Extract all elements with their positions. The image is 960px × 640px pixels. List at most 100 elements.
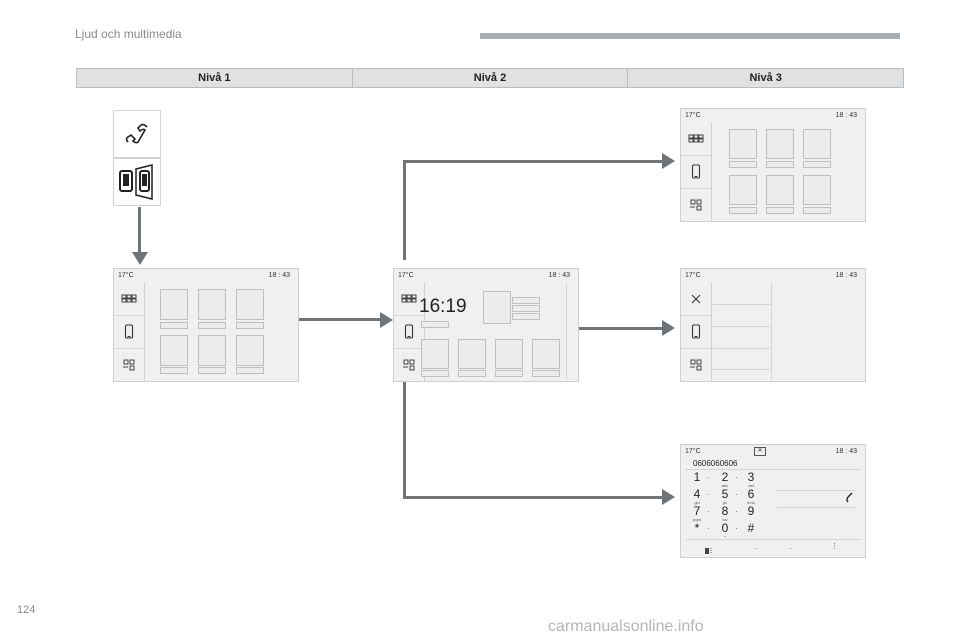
watermark: carmanualsonline.info <box>548 618 704 635</box>
home-clock: 16:19 <box>419 296 467 317</box>
smartphone-icon[interactable] <box>394 315 424 349</box>
tile-label-bar <box>421 370 449 377</box>
temperature-label: 17°C <box>398 272 414 279</box>
separator-dot: · <box>735 524 738 533</box>
clock-label: 18 : 43 <box>548 272 570 279</box>
level-header-table: Nivå 1 Nivå 2 Nivå 3 <box>76 68 904 88</box>
arrow-line <box>403 160 406 260</box>
temperature-label: 17°C <box>685 112 701 119</box>
tile-label-bar <box>495 370 523 377</box>
key-0[interactable]: 0+ <box>721 521 729 539</box>
tile-label-bar <box>198 322 226 329</box>
app-tile[interactable] <box>236 335 264 366</box>
tile-label-bar <box>766 161 794 168</box>
separator-dot: · <box>707 524 710 533</box>
app-tile[interactable] <box>160 289 188 320</box>
screen-level3-list: 17°C 18 : 43 <box>680 268 866 382</box>
smartphone-icon[interactable] <box>681 315 711 349</box>
app-tile[interactable] <box>729 129 757 159</box>
app-tile[interactable] <box>160 335 188 366</box>
separator-dot: · <box>707 490 710 499</box>
dual-phone-icon[interactable] <box>113 158 161 206</box>
key-9[interactable]: 9 <box>747 504 755 518</box>
tile-label-bar <box>198 367 226 374</box>
separator-dot: · <box>707 473 710 482</box>
phone-handset-icon[interactable] <box>113 110 161 158</box>
key-hash[interactable]: # <box>747 521 755 535</box>
dialed-number: 0606060606 <box>693 459 738 468</box>
divider <box>777 507 855 508</box>
key-1[interactable]: 1 <box>693 470 701 484</box>
apps-grid-icon[interactable] <box>681 122 711 156</box>
arrow-head <box>380 312 393 328</box>
separator-dot: · <box>707 507 710 516</box>
tile-label-bar <box>803 207 831 214</box>
arrow-line <box>138 207 141 255</box>
screen-level3-apps: 17°C 18 : 43 <box>680 108 866 222</box>
tile-label-bar <box>458 370 486 377</box>
close-icon[interactable] <box>681 282 711 316</box>
tile-label-bar <box>532 370 560 377</box>
call-icon[interactable] <box>845 491 855 509</box>
app-tile[interactable] <box>766 175 794 205</box>
divider <box>566 283 567 380</box>
tile-label-bar <box>512 313 540 320</box>
app-tile[interactable] <box>236 289 264 320</box>
tile-label-bar <box>421 321 449 328</box>
tile-label-bar <box>766 207 794 214</box>
clock-label: 18 : 43 <box>835 448 857 455</box>
smartphone-icon[interactable] <box>114 315 144 349</box>
key-star[interactable]: * <box>694 521 700 535</box>
separator-dot: · <box>735 507 738 516</box>
app-tile[interactable] <box>198 289 226 320</box>
contacts-icon[interactable] <box>703 543 713 561</box>
apps-grid-icon[interactable] <box>394 282 424 316</box>
media-tile[interactable] <box>483 291 511 324</box>
list-item-divider <box>713 304 771 305</box>
separator-dot: · <box>755 544 758 553</box>
widgets-icon[interactable] <box>681 188 711 221</box>
screen-level1-menu: 17°C 18 : 43 <box>113 268 299 382</box>
more-icon[interactable]: ⋮ <box>831 543 838 550</box>
app-tile[interactable] <box>766 129 794 159</box>
arrow-head <box>662 153 675 169</box>
widgets-icon[interactable] <box>394 348 424 381</box>
clock-label: 18 : 43 <box>835 272 857 279</box>
divider <box>685 469 861 470</box>
widgets-icon[interactable] <box>114 348 144 381</box>
app-tile[interactable] <box>495 339 523 369</box>
arrow-line <box>266 318 382 321</box>
separator-dot: · <box>735 473 738 482</box>
app-tile[interactable] <box>198 335 226 366</box>
app-tile[interactable] <box>729 175 757 205</box>
tile-label-bar <box>160 322 188 329</box>
smartphone-icon[interactable] <box>681 155 711 189</box>
separator-dot: · <box>789 544 792 553</box>
tile-label-bar <box>160 367 188 374</box>
tile-label-bar <box>729 161 757 168</box>
arrow-head <box>662 320 675 336</box>
clock-label: 18 : 43 <box>835 112 857 119</box>
app-tile[interactable] <box>458 339 486 369</box>
arrow-line <box>403 160 664 163</box>
apps-grid-icon[interactable] <box>114 282 144 316</box>
temperature-label: 17°C <box>685 272 701 279</box>
app-tile[interactable] <box>532 339 560 369</box>
temperature-label: 17°C <box>118 272 134 279</box>
backspace-icon[interactable]: ✕ <box>754 447 766 456</box>
header-bar <box>480 33 900 39</box>
app-tile[interactable] <box>803 129 831 159</box>
tile-label-bar <box>803 161 831 168</box>
section-title: Ljud och multimedia <box>75 27 182 41</box>
app-tile[interactable] <box>803 175 831 205</box>
app-tile[interactable] <box>421 339 449 369</box>
widgets-icon[interactable] <box>681 348 711 381</box>
level-3-header: Nivå 3 <box>749 72 782 84</box>
